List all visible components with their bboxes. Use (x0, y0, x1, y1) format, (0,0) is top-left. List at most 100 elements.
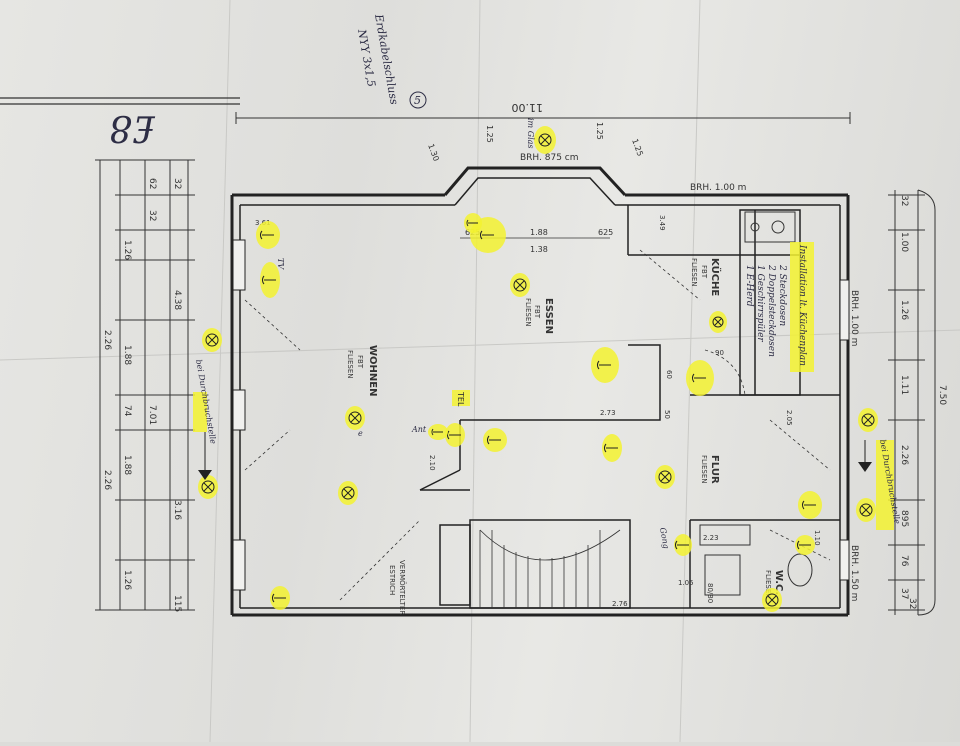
right-dim-6: 895 (899, 510, 909, 527)
erdkabel-num: 5 (414, 94, 421, 107)
tv-note: TV (276, 258, 285, 270)
light-icon (655, 465, 675, 489)
left-dim-7: 1.88 (122, 455, 132, 475)
misc-dim-5: 60 (665, 370, 673, 379)
bay-top-2: 1.25 (485, 125, 494, 143)
misc-dim-4: 50 (663, 410, 671, 419)
brh-bay: BRH. 875 cm (520, 153, 579, 163)
erdkabel-note-2: NYY 3x1,5 (355, 27, 378, 88)
bay-dim-4: 625 (598, 228, 613, 237)
install-note-1: Installation lt. Küchenplan (797, 244, 807, 366)
light-icon (198, 475, 218, 499)
left-sub-dim-3: 2.26 (102, 470, 112, 490)
misc-dim-7: 1.05 (678, 579, 694, 587)
misc-dim-9: 80/80 (706, 583, 714, 603)
misc-dim-3: 90 (715, 349, 724, 357)
light-icon (762, 588, 782, 612)
room-wc: W.C. (773, 570, 784, 595)
left-dim-4: 1.26 (122, 240, 132, 260)
right-dim-5: 2.26 (899, 445, 909, 465)
misc-dim-13: 3.49 (658, 215, 666, 231)
room-wohnen-fbt: FBT (356, 355, 364, 369)
right-dim-1: 32 (899, 195, 909, 206)
stair-label-1: VERMÖRTELTER (398, 560, 407, 615)
brh-right-1: BRH. 1.00 m (849, 290, 859, 346)
left-dim-9: 115 (172, 595, 182, 612)
light-icon (858, 408, 878, 432)
ant-note: Ant (411, 425, 427, 434)
kitchen-note-highlight (790, 242, 814, 372)
stair-label-2: ESTRICH (388, 565, 396, 595)
room-wc-floor: FLIESEN (764, 570, 772, 599)
misc-dim-11: 2.05 (785, 410, 793, 426)
socket-icon (428, 424, 448, 440)
light-icon (345, 406, 365, 430)
socket-icon (798, 491, 822, 519)
wc-fixtures (699, 524, 813, 596)
brh-right-2: BRH. 1.50 m (849, 545, 859, 601)
light-icon (534, 126, 556, 154)
left-outer-dim: 7.01 (147, 405, 157, 425)
socket-icon (270, 586, 290, 610)
room-essen-fbt: FBT (533, 305, 541, 319)
room-labels: WOHNEN FBT FLIESEN ESSEN FBT FLIESEN KÜC… (346, 258, 784, 615)
socket-icon (795, 535, 815, 555)
misc-dim-12: 1.10 (813, 530, 821, 546)
right-brh-labels: BRH. 1.00 m BRH. 1.50 m (849, 290, 859, 601)
left-sub-dim-4: 3.16 (172, 500, 182, 520)
light-icon (202, 328, 222, 352)
stair-treads (479, 529, 621, 608)
socket-icon (686, 360, 714, 396)
room-essen: ESSEN (543, 298, 554, 334)
erdkabel-note-1: Erdkabelschluss (372, 12, 401, 106)
room-flur-floor: FLIESEN (700, 455, 708, 484)
right-dim-3: 1.26 (899, 300, 909, 320)
right-dimension-labels: 32 1.00 1.26 1.11 2.26 895 76 37 32 7.50 (899, 195, 947, 609)
socket-icon (464, 213, 482, 233)
room-essen-floor: FLIESEN (524, 298, 532, 327)
right-note-highlight (876, 440, 894, 530)
top-dimension (235, 112, 851, 124)
misc-dim-6: 2.76 (612, 600, 628, 608)
margin-lines (0, 97, 240, 105)
door-swings (244, 249, 831, 601)
room-kueche-fbt: FBT (700, 265, 708, 279)
erdkabel-num-circle (409, 91, 427, 109)
right-total-dim: 7.50 (937, 385, 947, 405)
socket-icon (591, 347, 619, 383)
num-e-note: e (358, 429, 363, 438)
bay-dim-2: 1.88 (530, 228, 548, 237)
light-icon (856, 498, 876, 522)
left-dim-8: 1.26 (122, 570, 132, 590)
top-overall-dim: 11.00 (512, 101, 544, 114)
im-glas-note: im Glas (526, 118, 535, 149)
left-dim-6: 74 (122, 405, 132, 417)
misc-dim-8: 2.23 (703, 534, 719, 542)
socket-icon (674, 534, 692, 556)
install-note-4: 1 Geschirrspüler (755, 265, 765, 342)
left-dim-2: 62 (147, 178, 157, 189)
left-note-highlight (193, 392, 207, 432)
entry-markers (198, 432, 872, 480)
right-windows (839, 279, 850, 581)
left-dim-5: 1.88 (122, 345, 132, 365)
bay-dim-3: 1.38 (530, 245, 548, 254)
socket-icon (602, 434, 622, 462)
sheet-mark: £8 (109, 107, 156, 148)
right-dim-2: 1.00 (899, 232, 909, 252)
right-dim-7: 76 (899, 555, 909, 567)
socket-icon (483, 428, 507, 452)
left-dimension-labels: 32 62 32 1.26 1.88 74 1.88 1.26 115 7.01… (102, 178, 182, 612)
bay-top-3: 1.25 (595, 122, 604, 140)
left-dim-1: 32 (172, 178, 182, 189)
electrical-marks (193, 126, 894, 612)
bay-top-1: 1.30 (426, 143, 441, 163)
misc-dim-2: 2.73 (600, 409, 616, 417)
room-kueche-floor: FLIESEN (690, 258, 698, 287)
room-wohnen: WOHNEN (367, 345, 378, 396)
left-windows (232, 239, 246, 591)
install-note-2: 2 Steckdosen (777, 264, 787, 326)
light-icon (338, 481, 358, 505)
